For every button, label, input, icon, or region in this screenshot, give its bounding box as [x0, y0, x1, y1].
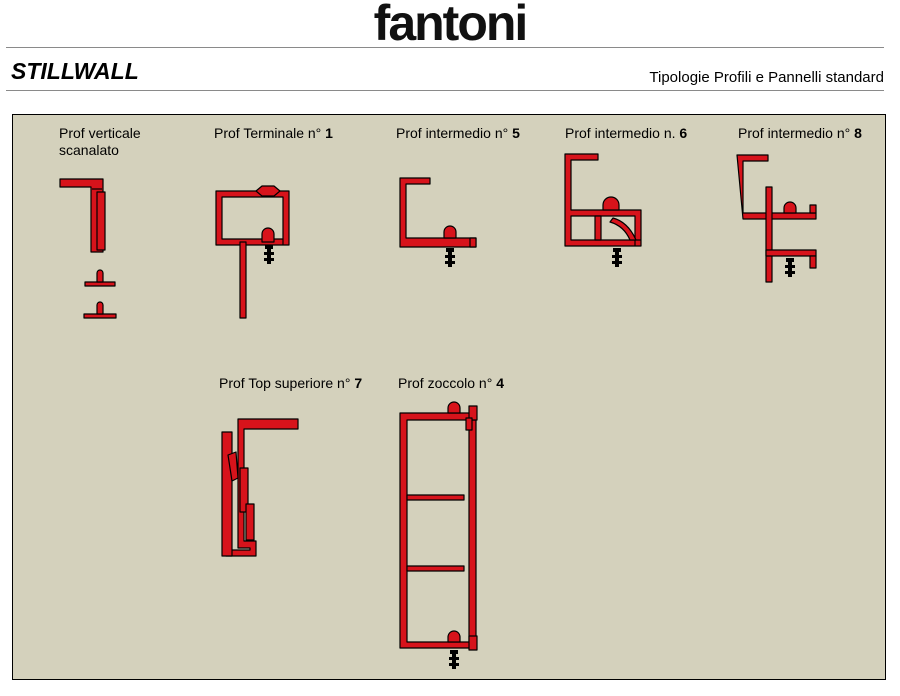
document-title: STILLWALL [11, 58, 139, 84]
plinth-profile-icon [399, 401, 478, 669]
profile-label-plinth: Prof zoccolo n° 4 [398, 375, 504, 391]
terminal-profile-icon [215, 185, 290, 319]
intermediate-profile-6-icon [564, 153, 642, 267]
vertical-grooved-profile-icon [59, 178, 117, 319]
profiles-panel [12, 114, 886, 680]
brand-logo: fantoni [373, 0, 529, 51]
profile-label-intermediate-8: Prof intermedio n° 8 [738, 125, 862, 141]
profile-label-terminal: Prof Terminale n° 1 [214, 125, 333, 141]
intermediate-profile-5-icon [399, 177, 477, 267]
document-subtitle: Tipologie Profili e Pannelli standard [649, 69, 884, 86]
profile-label-vertical: Prof verticale scanalato [59, 125, 141, 158]
header-divider-top [6, 47, 884, 48]
profile-label-intermediate-5: Prof intermedio n° 5 [396, 125, 520, 141]
header-divider-bottom [6, 90, 884, 91]
profile-label-intermediate-6: Prof intermedio n. 6 [565, 125, 688, 141]
profile-label-top: Prof Top superiore n° 7 [219, 375, 363, 391]
intermediate-profile-8-icon [736, 154, 817, 283]
top-profile-icon [221, 418, 299, 557]
